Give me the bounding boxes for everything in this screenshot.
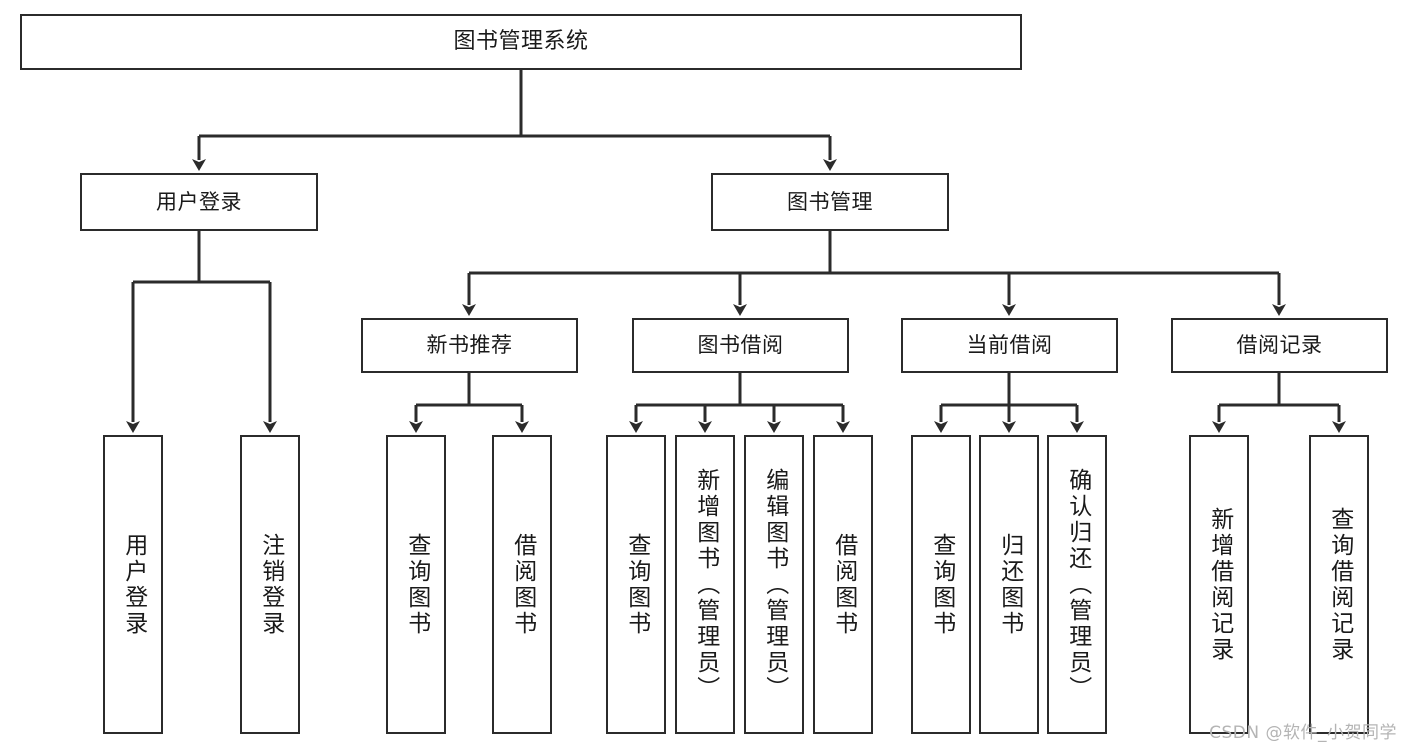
node-user-login-label: 用户登录 bbox=[156, 189, 242, 214]
node-book-borrow[interactable]: 图书借阅 bbox=[632, 318, 849, 373]
node-leaf-user-login-label: 用户登录 bbox=[120, 532, 147, 637]
node-leaf-borrow-book-2[interactable]: 借阅图书 bbox=[813, 435, 873, 734]
node-leaf-query-book-1-label: 查询图书 bbox=[403, 532, 430, 637]
node-leaf-borrow-book-2-label: 借阅图书 bbox=[830, 532, 857, 637]
node-leaf-logout-login-label: 注销登录 bbox=[257, 532, 284, 637]
node-leaf-add-record[interactable]: 新增借阅记录 bbox=[1189, 435, 1249, 734]
node-leaf-user-login[interactable]: 用户登录 bbox=[103, 435, 163, 734]
node-leaf-query-record[interactable]: 查询借阅记录 bbox=[1309, 435, 1369, 734]
csdn-watermark: CSDN @软件_小贺同学 bbox=[1209, 723, 1397, 743]
node-leaf-query-book-2-label: 查询图书 bbox=[623, 532, 650, 637]
node-borrow-record[interactable]: 借阅记录 bbox=[1171, 318, 1388, 373]
node-leaf-confirm-return[interactable]: 确认归还（管理员） bbox=[1047, 435, 1107, 734]
node-leaf-add-book-label: 新增图书（管理员） bbox=[692, 467, 719, 702]
node-user-login[interactable]: 用户登录 bbox=[80, 173, 318, 231]
node-book-borrow-label: 图书借阅 bbox=[697, 333, 784, 358]
node-root-label: 图书管理系统 bbox=[453, 29, 589, 55]
node-current-borrow-label: 当前借阅 bbox=[966, 333, 1053, 358]
node-leaf-add-record-label: 新增借阅记录 bbox=[1206, 506, 1233, 663]
node-current-borrow[interactable]: 当前借阅 bbox=[901, 318, 1118, 373]
node-leaf-query-record-label: 查询借阅记录 bbox=[1326, 506, 1353, 663]
node-leaf-borrow-book-1[interactable]: 借阅图书 bbox=[492, 435, 552, 734]
node-borrow-record-label: 借阅记录 bbox=[1236, 333, 1323, 358]
node-leaf-query-book-3[interactable]: 查询图书 bbox=[911, 435, 971, 734]
node-book-manage[interactable]: 图书管理 bbox=[711, 173, 949, 231]
node-leaf-confirm-return-label: 确认归还（管理员） bbox=[1064, 467, 1091, 702]
node-leaf-edit-book[interactable]: 编辑图书（管理员） bbox=[744, 435, 804, 734]
node-leaf-query-book-1[interactable]: 查询图书 bbox=[386, 435, 446, 734]
node-leaf-query-book-3-label: 查询图书 bbox=[928, 532, 955, 637]
node-leaf-edit-book-label: 编辑图书（管理员） bbox=[761, 467, 788, 702]
node-leaf-logout-login[interactable]: 注销登录 bbox=[240, 435, 300, 734]
node-new-book-recommend-label: 新书推荐 bbox=[426, 333, 513, 358]
node-leaf-return-book[interactable]: 归还图书 bbox=[979, 435, 1039, 734]
node-leaf-return-book-label: 归还图书 bbox=[996, 532, 1023, 637]
node-leaf-add-book[interactable]: 新增图书（管理员） bbox=[675, 435, 735, 734]
node-book-manage-label: 图书管理 bbox=[787, 189, 873, 214]
node-leaf-borrow-book-1-label: 借阅图书 bbox=[509, 532, 536, 637]
node-new-book-recommend[interactable]: 新书推荐 bbox=[361, 318, 578, 373]
node-root[interactable]: 图书管理系统 bbox=[20, 14, 1022, 70]
node-leaf-query-book-2[interactable]: 查询图书 bbox=[606, 435, 666, 734]
